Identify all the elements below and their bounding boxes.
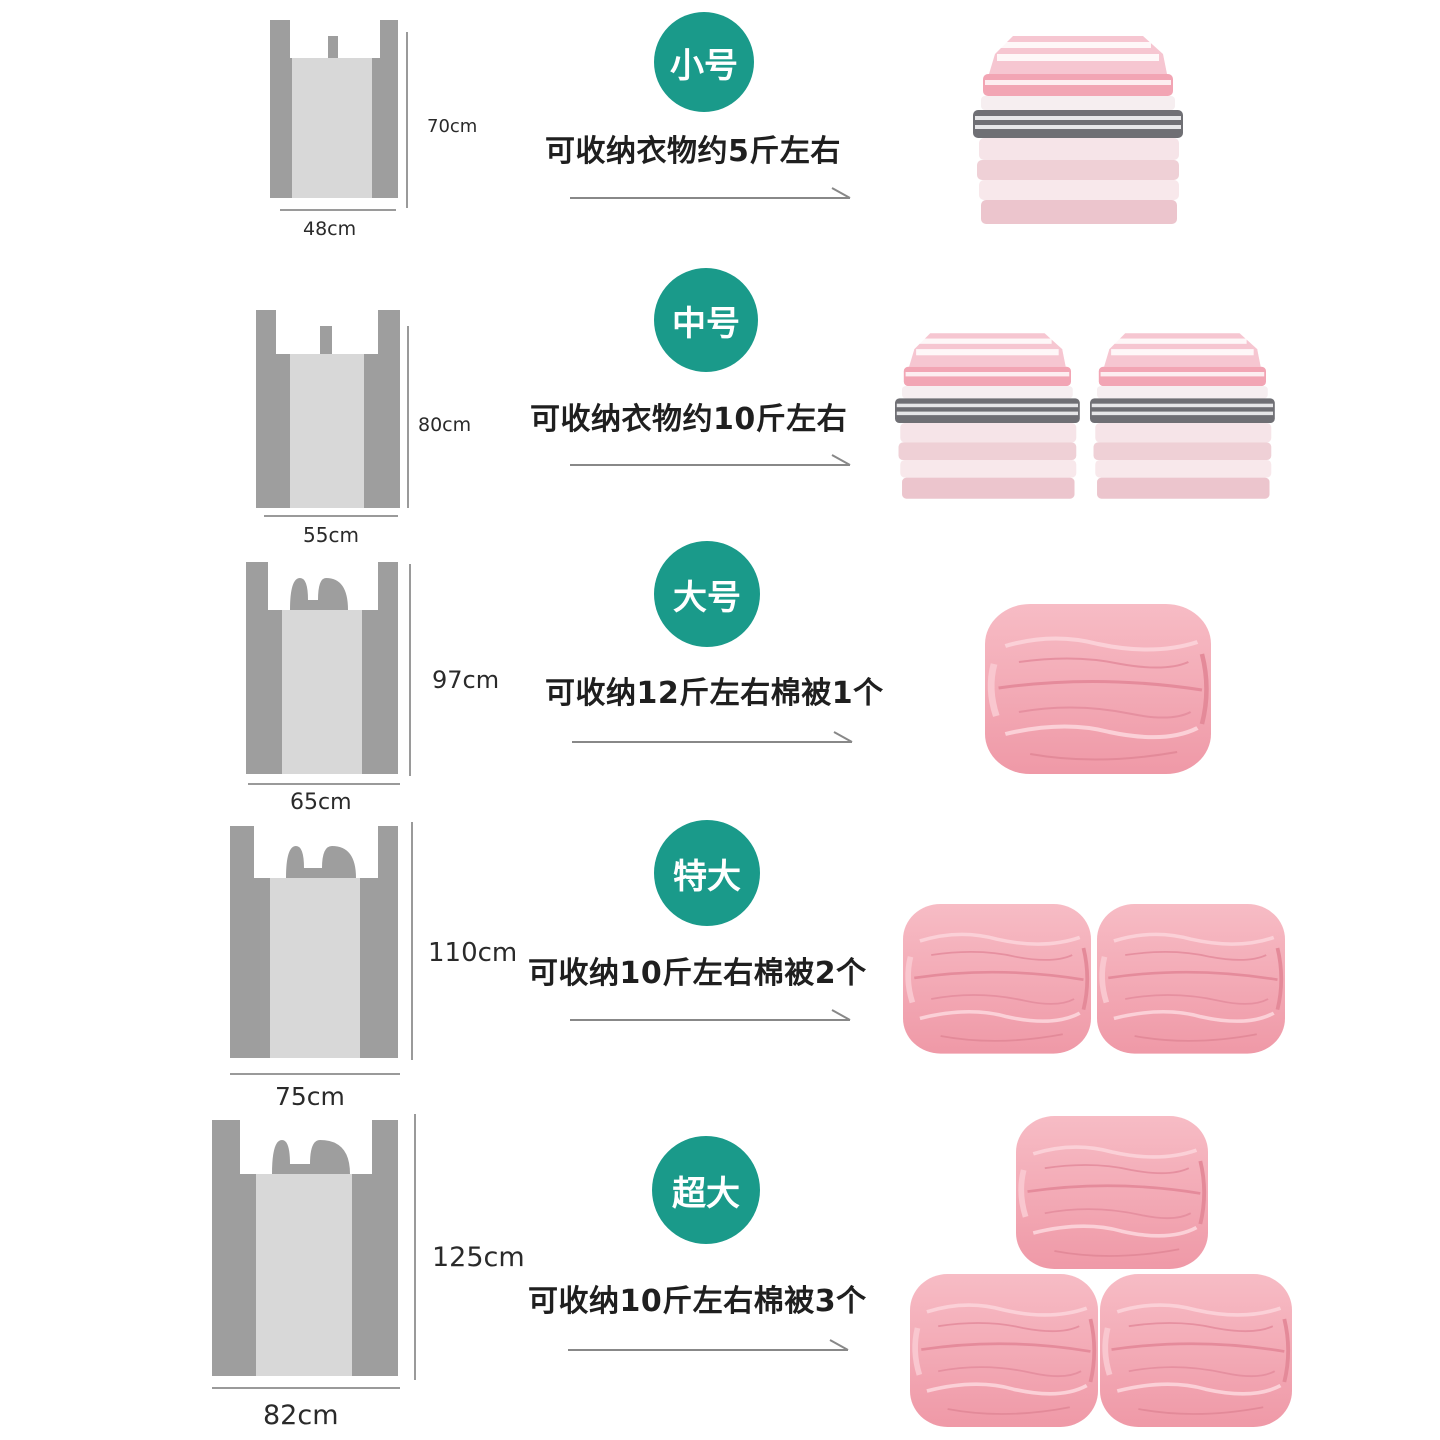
- arrow-head-icon: [831, 187, 851, 199]
- capacity-text: 可收纳10斤左右棉被3个: [528, 1284, 867, 1319]
- height-label: 80cm: [418, 414, 472, 436]
- arrow-head-icon: [829, 1339, 849, 1351]
- capacity-text: 可收纳10斤左右棉被2个: [528, 956, 867, 991]
- bag-icon-xl: [230, 826, 398, 1058]
- folded-quilt-icon: [910, 1116, 1292, 1427]
- bag-icon-medium: [256, 310, 400, 508]
- bag-icon-small: [270, 20, 398, 198]
- arrow-head-icon: [831, 1009, 851, 1021]
- arrow-head-icon: [833, 731, 853, 743]
- capacity-text: 可收纳衣物约10斤左右: [530, 402, 848, 437]
- bag-icon-xxl: [212, 1120, 398, 1376]
- height-label: 110cm: [428, 938, 518, 968]
- width-label: 48cm: [303, 218, 357, 240]
- arrow-head-icon: [831, 454, 851, 466]
- folded-quilt-icon: [903, 904, 1285, 1054]
- folded-quilt-icon: [985, 604, 1211, 774]
- width-label: 65cm: [290, 790, 352, 815]
- width-label: 82cm: [263, 1400, 339, 1431]
- size-badge-xxl: 超大: [652, 1136, 760, 1244]
- height-label: 97cm: [432, 666, 500, 694]
- height-label: 70cm: [427, 116, 478, 137]
- size-badge-large: 大号: [654, 541, 760, 647]
- folded-clothes-stack-icon: [973, 36, 1183, 224]
- width-label: 55cm: [303, 523, 359, 547]
- capacity-text: 可收纳衣物约5斤左右: [545, 134, 841, 169]
- size-badge-medium: 中号: [654, 268, 758, 372]
- height-label: 125cm: [432, 1242, 525, 1273]
- size-badge-xl: 特大: [654, 820, 760, 926]
- capacity-text: 可收纳12斤左右棉被1个: [545, 676, 884, 711]
- folded-clothes-stack-icon: [895, 333, 1275, 499]
- width-label: 75cm: [275, 1082, 345, 1111]
- bag-icon-large: [246, 562, 398, 774]
- size-badge-small: 小号: [654, 12, 754, 112]
